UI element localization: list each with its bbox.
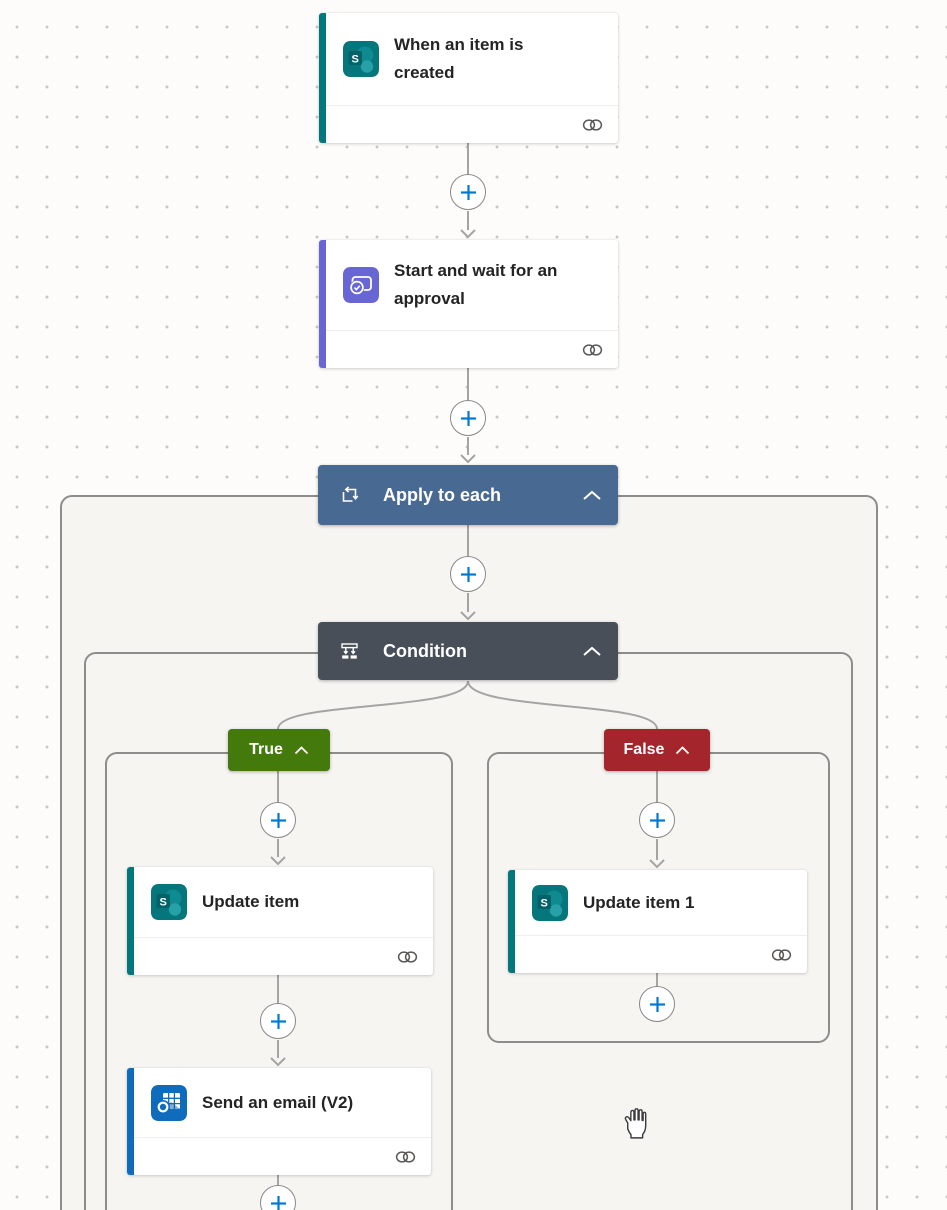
card-footer <box>326 105 618 143</box>
card-title: Update item <box>202 892 300 911</box>
card-accent-bar <box>127 1068 134 1175</box>
plus-icon <box>649 996 665 1012</box>
card-title: When an item is created <box>394 35 524 82</box>
scope-title: Condition <box>383 640 467 661</box>
card-title: Start and wait for an approval <box>394 261 558 308</box>
connection-link-icon <box>397 950 418 963</box>
grab-hand-cursor <box>620 1106 651 1145</box>
outlook-icon <box>151 1084 187 1121</box>
connection-link-icon <box>771 948 792 961</box>
plus-icon <box>460 566 476 582</box>
insert-step-button-true-2[interactable] <box>260 1003 296 1039</box>
card-title: Send an email (V2) <box>202 1092 354 1112</box>
card-accent-bar <box>508 870 515 973</box>
trigger-card-when-item-created[interactable]: S When an item is created <box>319 13 618 143</box>
plus-icon <box>270 1195 286 1210</box>
action-card-send-email-v2[interactable]: Send an email (V2) <box>127 1068 431 1175</box>
badge-label: False <box>623 741 665 758</box>
card-title: Update item 1 <box>583 892 695 912</box>
insert-step-button-1[interactable] <box>450 174 486 210</box>
svg-text:S: S <box>160 897 167 909</box>
sharepoint-icon: S <box>343 41 379 77</box>
plus-icon <box>270 1013 286 1029</box>
sharepoint-icon: S <box>151 884 187 920</box>
false-branch-badge[interactable]: False <box>604 729 710 771</box>
card-accent-bar <box>319 13 326 143</box>
svg-text:S: S <box>541 897 548 909</box>
insert-step-button-3[interactable] <box>450 556 486 592</box>
action-card-update-item[interactable]: S Update item <box>127 867 433 975</box>
card-footer <box>134 937 433 975</box>
apply-to-each-header[interactable]: Apply to each <box>318 465 618 525</box>
scope-title: Apply to each <box>383 484 502 505</box>
svg-text:S: S <box>352 54 359 66</box>
plus-icon <box>460 184 476 200</box>
collapse-chevron-icon[interactable] <box>675 745 690 755</box>
insert-step-button-false-2[interactable] <box>639 986 675 1022</box>
connection-link-icon <box>395 1150 416 1163</box>
true-branch-badge[interactable]: True <box>228 729 330 771</box>
collapse-chevron-icon[interactable] <box>294 745 309 755</box>
condition-branch-icon <box>339 642 360 660</box>
card-footer <box>134 1137 431 1175</box>
collapse-chevron-icon[interactable] <box>582 646 602 657</box>
plus-icon <box>270 812 286 828</box>
connection-link-icon <box>582 118 603 131</box>
card-accent-bar <box>319 240 326 368</box>
sharepoint-icon: S <box>532 884 568 921</box>
card-accent-bar <box>127 867 134 975</box>
plus-icon <box>460 410 476 426</box>
card-footer <box>515 935 807 973</box>
card-footer <box>326 330 618 368</box>
plus-icon <box>649 812 665 828</box>
action-card-update-item-1[interactable]: S Update item 1 <box>508 870 807 973</box>
collapse-chevron-icon[interactable] <box>582 490 602 501</box>
loop-icon <box>339 486 360 504</box>
approvals-icon <box>343 267 379 303</box>
insert-step-button-2[interactable] <box>450 400 486 436</box>
action-card-start-and-wait-approval[interactable]: Start and wait for an approval <box>319 240 618 368</box>
insert-step-button-true-1[interactable] <box>260 802 296 838</box>
connection-link-icon <box>582 343 603 356</box>
condition-header[interactable]: Condition <box>318 622 618 680</box>
badge-label: True <box>249 741 283 758</box>
insert-step-button-false-1[interactable] <box>639 802 675 838</box>
